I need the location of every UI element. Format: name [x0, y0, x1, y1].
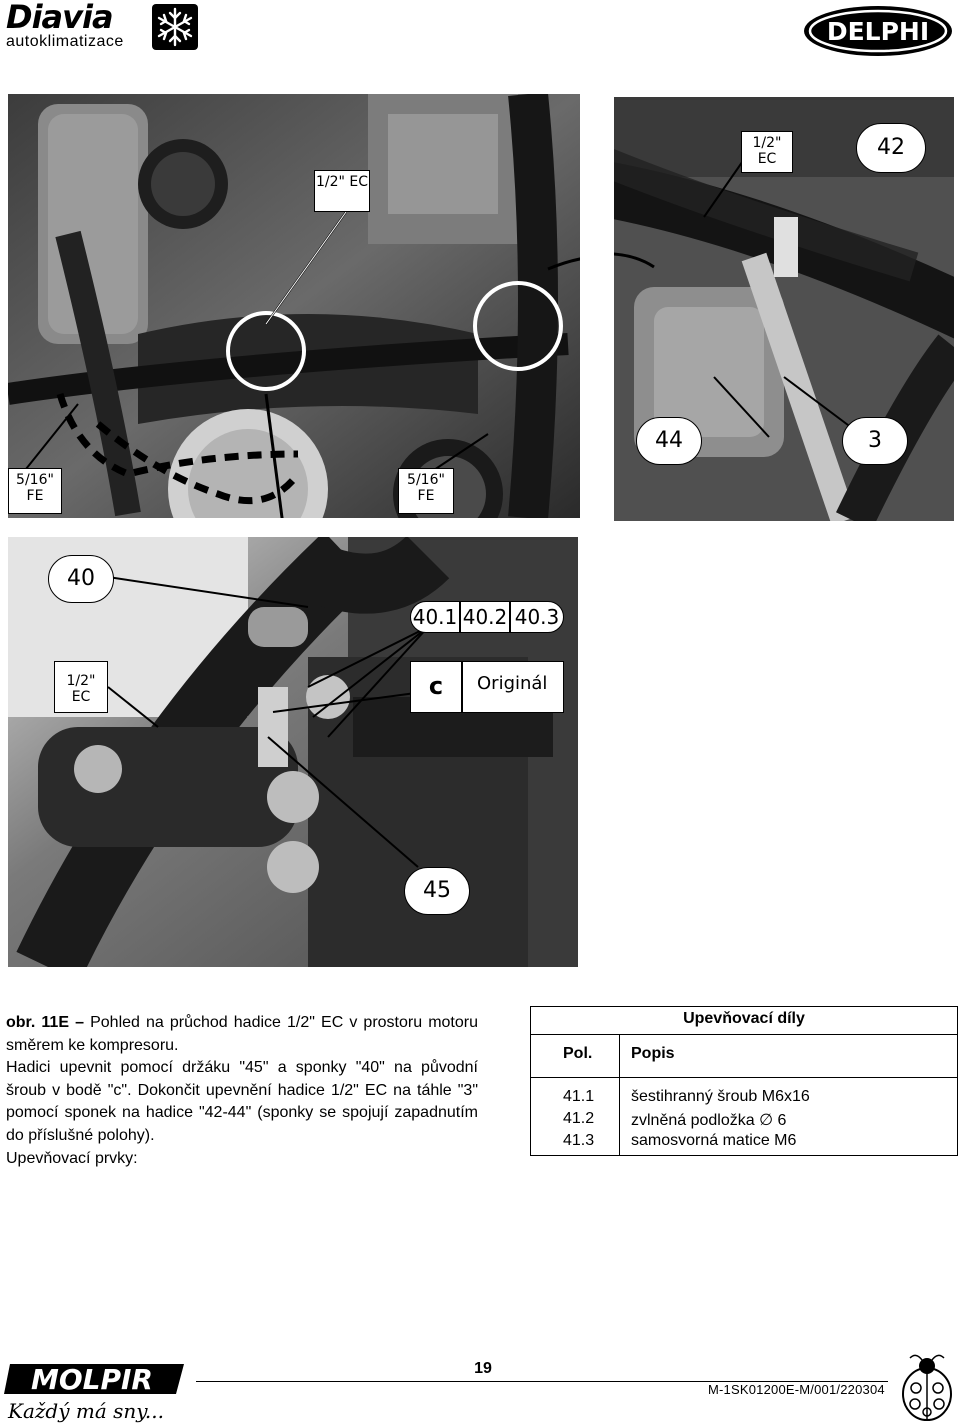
- point-c-label: c: [410, 661, 462, 713]
- figure-label: obr. 11E –: [6, 1014, 84, 1031]
- table-divider: [531, 1034, 957, 1035]
- table-row-pos: 41.1: [563, 1088, 595, 1105]
- callout-40-2: 40.2: [460, 601, 510, 633]
- footer-rule: [196, 1381, 888, 1382]
- callout-40: 40: [48, 555, 114, 603]
- callout-40-3: 40.3: [510, 601, 564, 633]
- delphi-logo: DELPHI: [802, 4, 954, 58]
- engine-photo-top-left: 1/2" EC 5/16" FE 5/16" FE: [8, 94, 580, 518]
- table-row-desc: samosvorná matice M6: [631, 1132, 797, 1149]
- delphi-brand: DELPHI: [827, 17, 929, 46]
- original-label: Originál: [462, 661, 564, 713]
- diavia-brand: Diavia: [6, 0, 114, 36]
- caption-line-2: Hadici upevnit pomocí držáku "45" a spon…: [6, 1059, 478, 1144]
- molpir-logo: MOLPIR Každý má sny...: [4, 1358, 194, 1424]
- column-header-pos: Pol.: [563, 1045, 593, 1062]
- callout-40-1: 40.1: [410, 601, 460, 633]
- callout-3: 3: [842, 417, 908, 465]
- hose-callout-1-2-ec-top: 1/2" EC: [314, 170, 370, 212]
- caption-line-3: Upevňovací prvky:: [6, 1149, 138, 1167]
- engine-photo-top-right: 1/2" EC 42 44 3: [614, 97, 954, 521]
- molpir-brand: MOLPIR: [31, 1363, 153, 1396]
- document-number: M-1SK01200E-M/001/220304: [708, 1382, 885, 1397]
- diavia-subtitle: autoklimatizace: [6, 33, 124, 50]
- engine-photo-bottom: 40 40.1 40.2 40.3 1/2" EC c Originál 45: [8, 537, 578, 967]
- molpir-slogan: Každý má sny...: [7, 1399, 164, 1423]
- hose-callout-5-16-fe-right: 5/16" FE: [398, 468, 454, 514]
- table-row-desc: šestihranný šroub M6x16: [631, 1088, 810, 1105]
- callout-42: 42: [856, 123, 926, 173]
- ladybug-icon: [898, 1354, 956, 1422]
- callout-44: 44: [636, 417, 702, 465]
- table-row-pos: 41.3: [563, 1132, 595, 1149]
- callout-45: 45: [404, 867, 470, 915]
- fastening-parts-table: Upevňovací díly Pol. Popis 41.1 šestihra…: [530, 1006, 958, 1156]
- snowflake-icon: [152, 4, 198, 50]
- page-number: 19: [470, 1360, 496, 1382]
- column-divider: [619, 1034, 620, 1156]
- hose-callout-1-2-ec-bottom: 1/2" EC: [54, 661, 108, 713]
- table-row-desc: zvlněná podložka ∅ 6: [631, 1112, 787, 1129]
- caption-line-1: Pohled na průchod hadice 1/2" EC v prost…: [6, 1014, 478, 1054]
- hose-callout-1-2-ec-right: 1/2" EC: [741, 131, 793, 173]
- table-row-pos: 41.2: [563, 1110, 595, 1127]
- table-title: Upevňovací díly: [683, 1010, 805, 1027]
- hose-callout-5-16-fe-left: 5/16" FE: [8, 468, 62, 514]
- figure-caption: obr. 11E – Pohled na průchod hadice 1/2"…: [6, 1012, 478, 1170]
- table-divider: [531, 1077, 957, 1078]
- column-header-desc: Popis: [631, 1045, 675, 1062]
- diavia-logo: Diavia autoklimatizace: [4, 0, 204, 52]
